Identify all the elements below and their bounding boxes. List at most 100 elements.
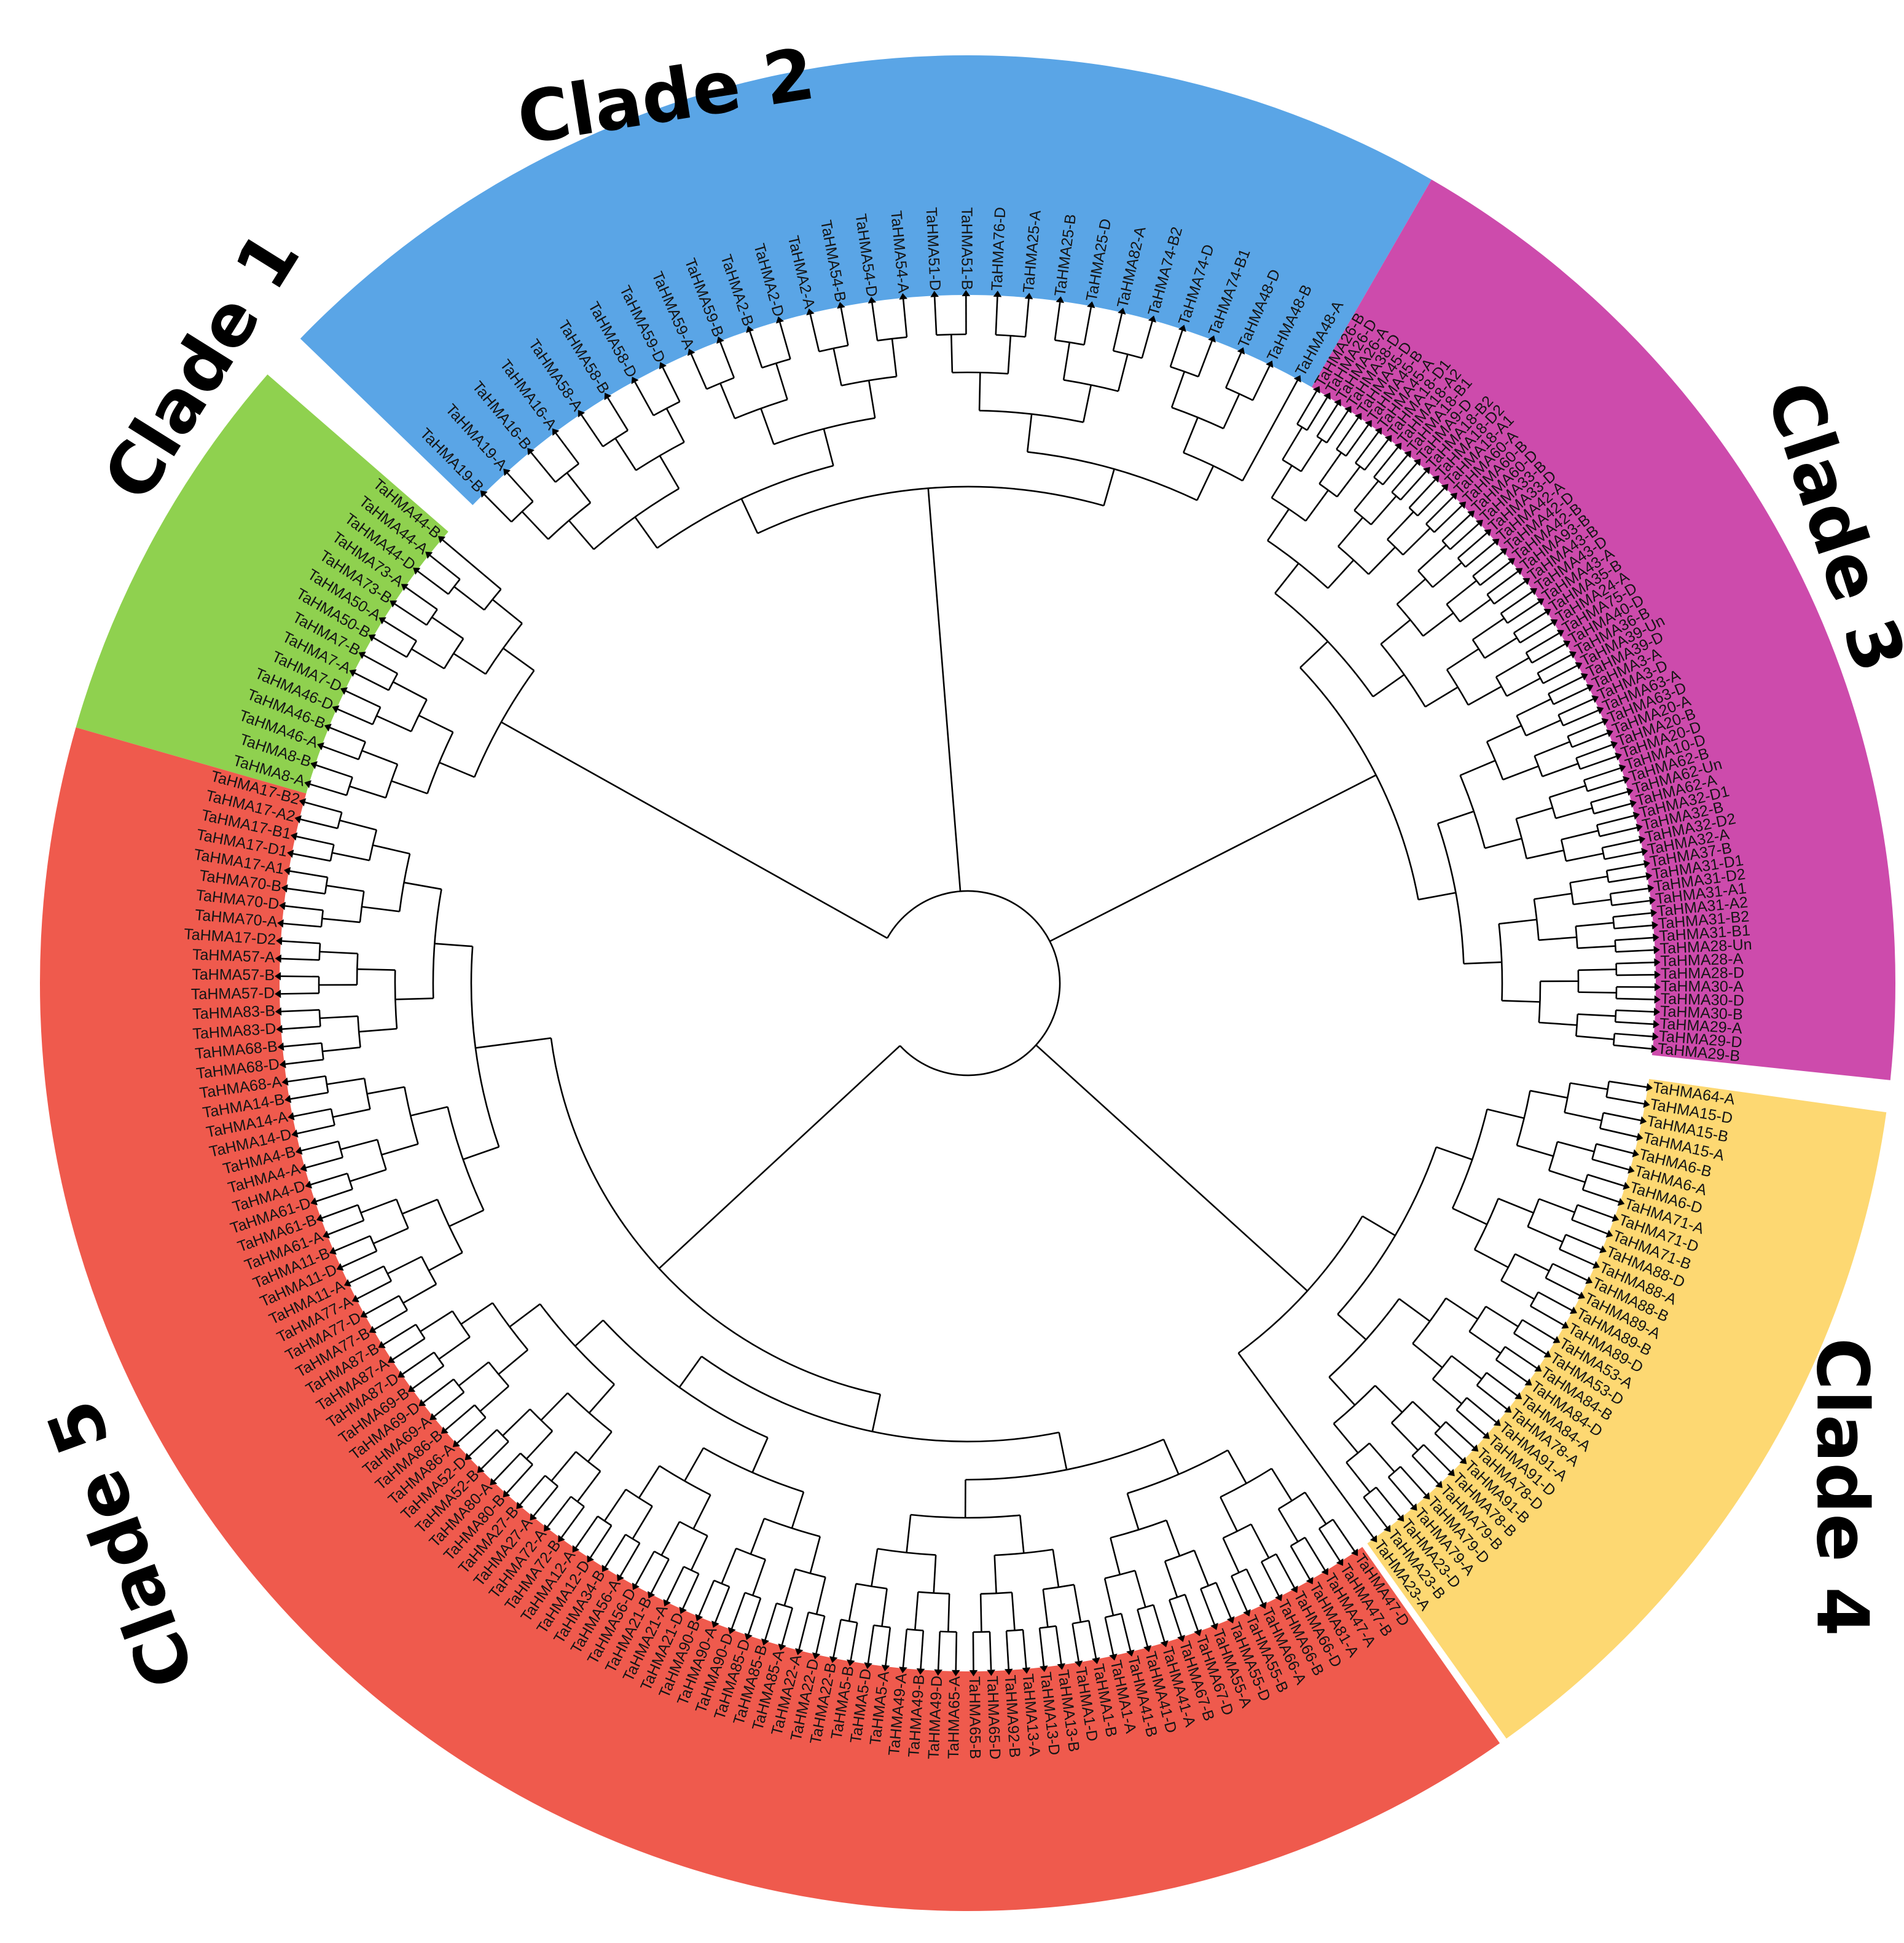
- leaf-tip-marker: [1447, 1469, 1455, 1477]
- leaf-tip-marker: [299, 798, 307, 807]
- leaf-tip-marker: [1643, 860, 1650, 868]
- tree-branch: [521, 511, 549, 540]
- tree-branch: [357, 1016, 361, 1048]
- tree-branch: [576, 1470, 601, 1502]
- tree-branch: [1446, 579, 1478, 605]
- leaf-tip-marker: [294, 815, 302, 824]
- leaf-tip-marker: [1534, 1364, 1542, 1372]
- tree-branch: [1318, 1528, 1341, 1561]
- tree-branch: [1411, 1455, 1439, 1485]
- tree-branch: [662, 367, 681, 402]
- leaf-label: TaHMA57-D: [191, 984, 275, 1003]
- tree-branch: [1538, 1021, 1577, 1026]
- tree-branch: [392, 1338, 426, 1360]
- leaf-tip-marker: [716, 336, 724, 344]
- tree-branch: [918, 1591, 950, 1595]
- tree-branch: [327, 1220, 364, 1236]
- leaf-tip-marker: [1323, 392, 1331, 400]
- leaf-tip-marker: [349, 669, 357, 677]
- tree-branch: [1502, 765, 1539, 781]
- tree-branch: [1596, 815, 1634, 826]
- leaf-tip-marker: [812, 1652, 821, 1660]
- tree-branch: [690, 1535, 708, 1571]
- tree-branch: [1615, 1021, 1654, 1026]
- tree-branch: [496, 1429, 509, 1443]
- leaf-tip-marker: [284, 866, 291, 876]
- tree-branch: [1318, 1518, 1334, 1529]
- leaf-tip-marker: [418, 1399, 426, 1407]
- tree-branch: [590, 1525, 613, 1558]
- leaf-tip-marker: [1259, 1601, 1267, 1609]
- tree-branch: [1225, 352, 1242, 388]
- tree-branch: [660, 1521, 681, 1556]
- tree-branch: [1103, 1578, 1115, 1616]
- tree-branch: [625, 1488, 653, 1507]
- leaf-tip-marker: [276, 936, 283, 946]
- tree-branch: [933, 297, 938, 336]
- tree-branch: [332, 1108, 370, 1118]
- tree-branch: [474, 1404, 487, 1418]
- leaf-tip-marker: [275, 989, 281, 999]
- tree-branch: [423, 1378, 455, 1403]
- leaf-tip-marker: [438, 536, 446, 544]
- tree-branch: [1380, 643, 1426, 707]
- tree-branch: [1434, 1432, 1463, 1461]
- leaf-tip-marker: [503, 468, 511, 476]
- tree-branch: [1468, 686, 1502, 706]
- leaf-tip-marker: [795, 1648, 804, 1655]
- tree-branch: [791, 1491, 805, 1529]
- tree-branch: [1104, 1617, 1115, 1655]
- tree-branch: [1486, 1372, 1518, 1397]
- leaf-tip-marker: [829, 1656, 838, 1663]
- tree-branch: [1391, 463, 1417, 493]
- leaf-tip-marker: [1623, 1182, 1630, 1190]
- tree-branch: [634, 382, 654, 416]
- tree-branch: [566, 472, 592, 503]
- tree-branch: [1513, 611, 1546, 634]
- leaf-tip-marker: [1645, 872, 1653, 881]
- leaf-tip-marker: [1275, 1593, 1283, 1601]
- leaf-tip-marker: [324, 723, 332, 732]
- tree-branch: [1552, 1263, 1588, 1281]
- tree-branch: [1441, 514, 1471, 541]
- leaf-tip-marker: [480, 490, 488, 498]
- leaf-label: TaHMA30-B: [1659, 1003, 1743, 1024]
- leaf-tip-marker: [329, 1247, 337, 1255]
- tree-branch: [1608, 1080, 1647, 1088]
- tree-branch: [381, 1143, 418, 1156]
- tree-branch: [1170, 371, 1186, 408]
- tree-branch: [503, 647, 535, 672]
- tree-branch: [760, 408, 775, 445]
- leaf-tip-marker: [552, 428, 560, 436]
- tree-branch: [282, 940, 321, 944]
- tree-branch: [1451, 1355, 1483, 1380]
- tree-branch: [326, 1077, 365, 1085]
- leaf-tip-marker: [275, 954, 281, 963]
- tree-branch: [322, 917, 361, 924]
- tree-branch: [547, 1496, 572, 1528]
- tree-branch: [398, 1295, 409, 1311]
- tree-branch: [1487, 1108, 1525, 1119]
- leaf-tip-marker: [378, 1341, 386, 1348]
- tree-branch: [1587, 779, 1624, 792]
- clade-5-band: [39, 727, 1500, 1912]
- tree-branch: [373, 637, 407, 658]
- tree-branch: [666, 1566, 685, 1601]
- tree-branch: [1024, 299, 1030, 337]
- leaf-tip-marker: [1615, 752, 1622, 761]
- tree-branch: [735, 1547, 766, 1561]
- leaf-tip-marker: [304, 780, 311, 788]
- tree-branch: [547, 502, 591, 540]
- leaf-tip-marker: [969, 1670, 978, 1676]
- tree-branch: [506, 1464, 533, 1494]
- tree-branch: [1183, 417, 1199, 453]
- tree-branch: [1538, 1198, 1575, 1214]
- tree-branch: [1500, 1279, 1535, 1300]
- tree-branch: [1137, 1609, 1148, 1647]
- tree-branch: [361, 906, 400, 913]
- tree-branch: [1614, 1032, 1653, 1038]
- tree-branch: [1604, 851, 1642, 860]
- tree-branch: [530, 452, 557, 483]
- leaf-tip-marker: [1629, 799, 1637, 808]
- tree-branch: [447, 578, 461, 595]
